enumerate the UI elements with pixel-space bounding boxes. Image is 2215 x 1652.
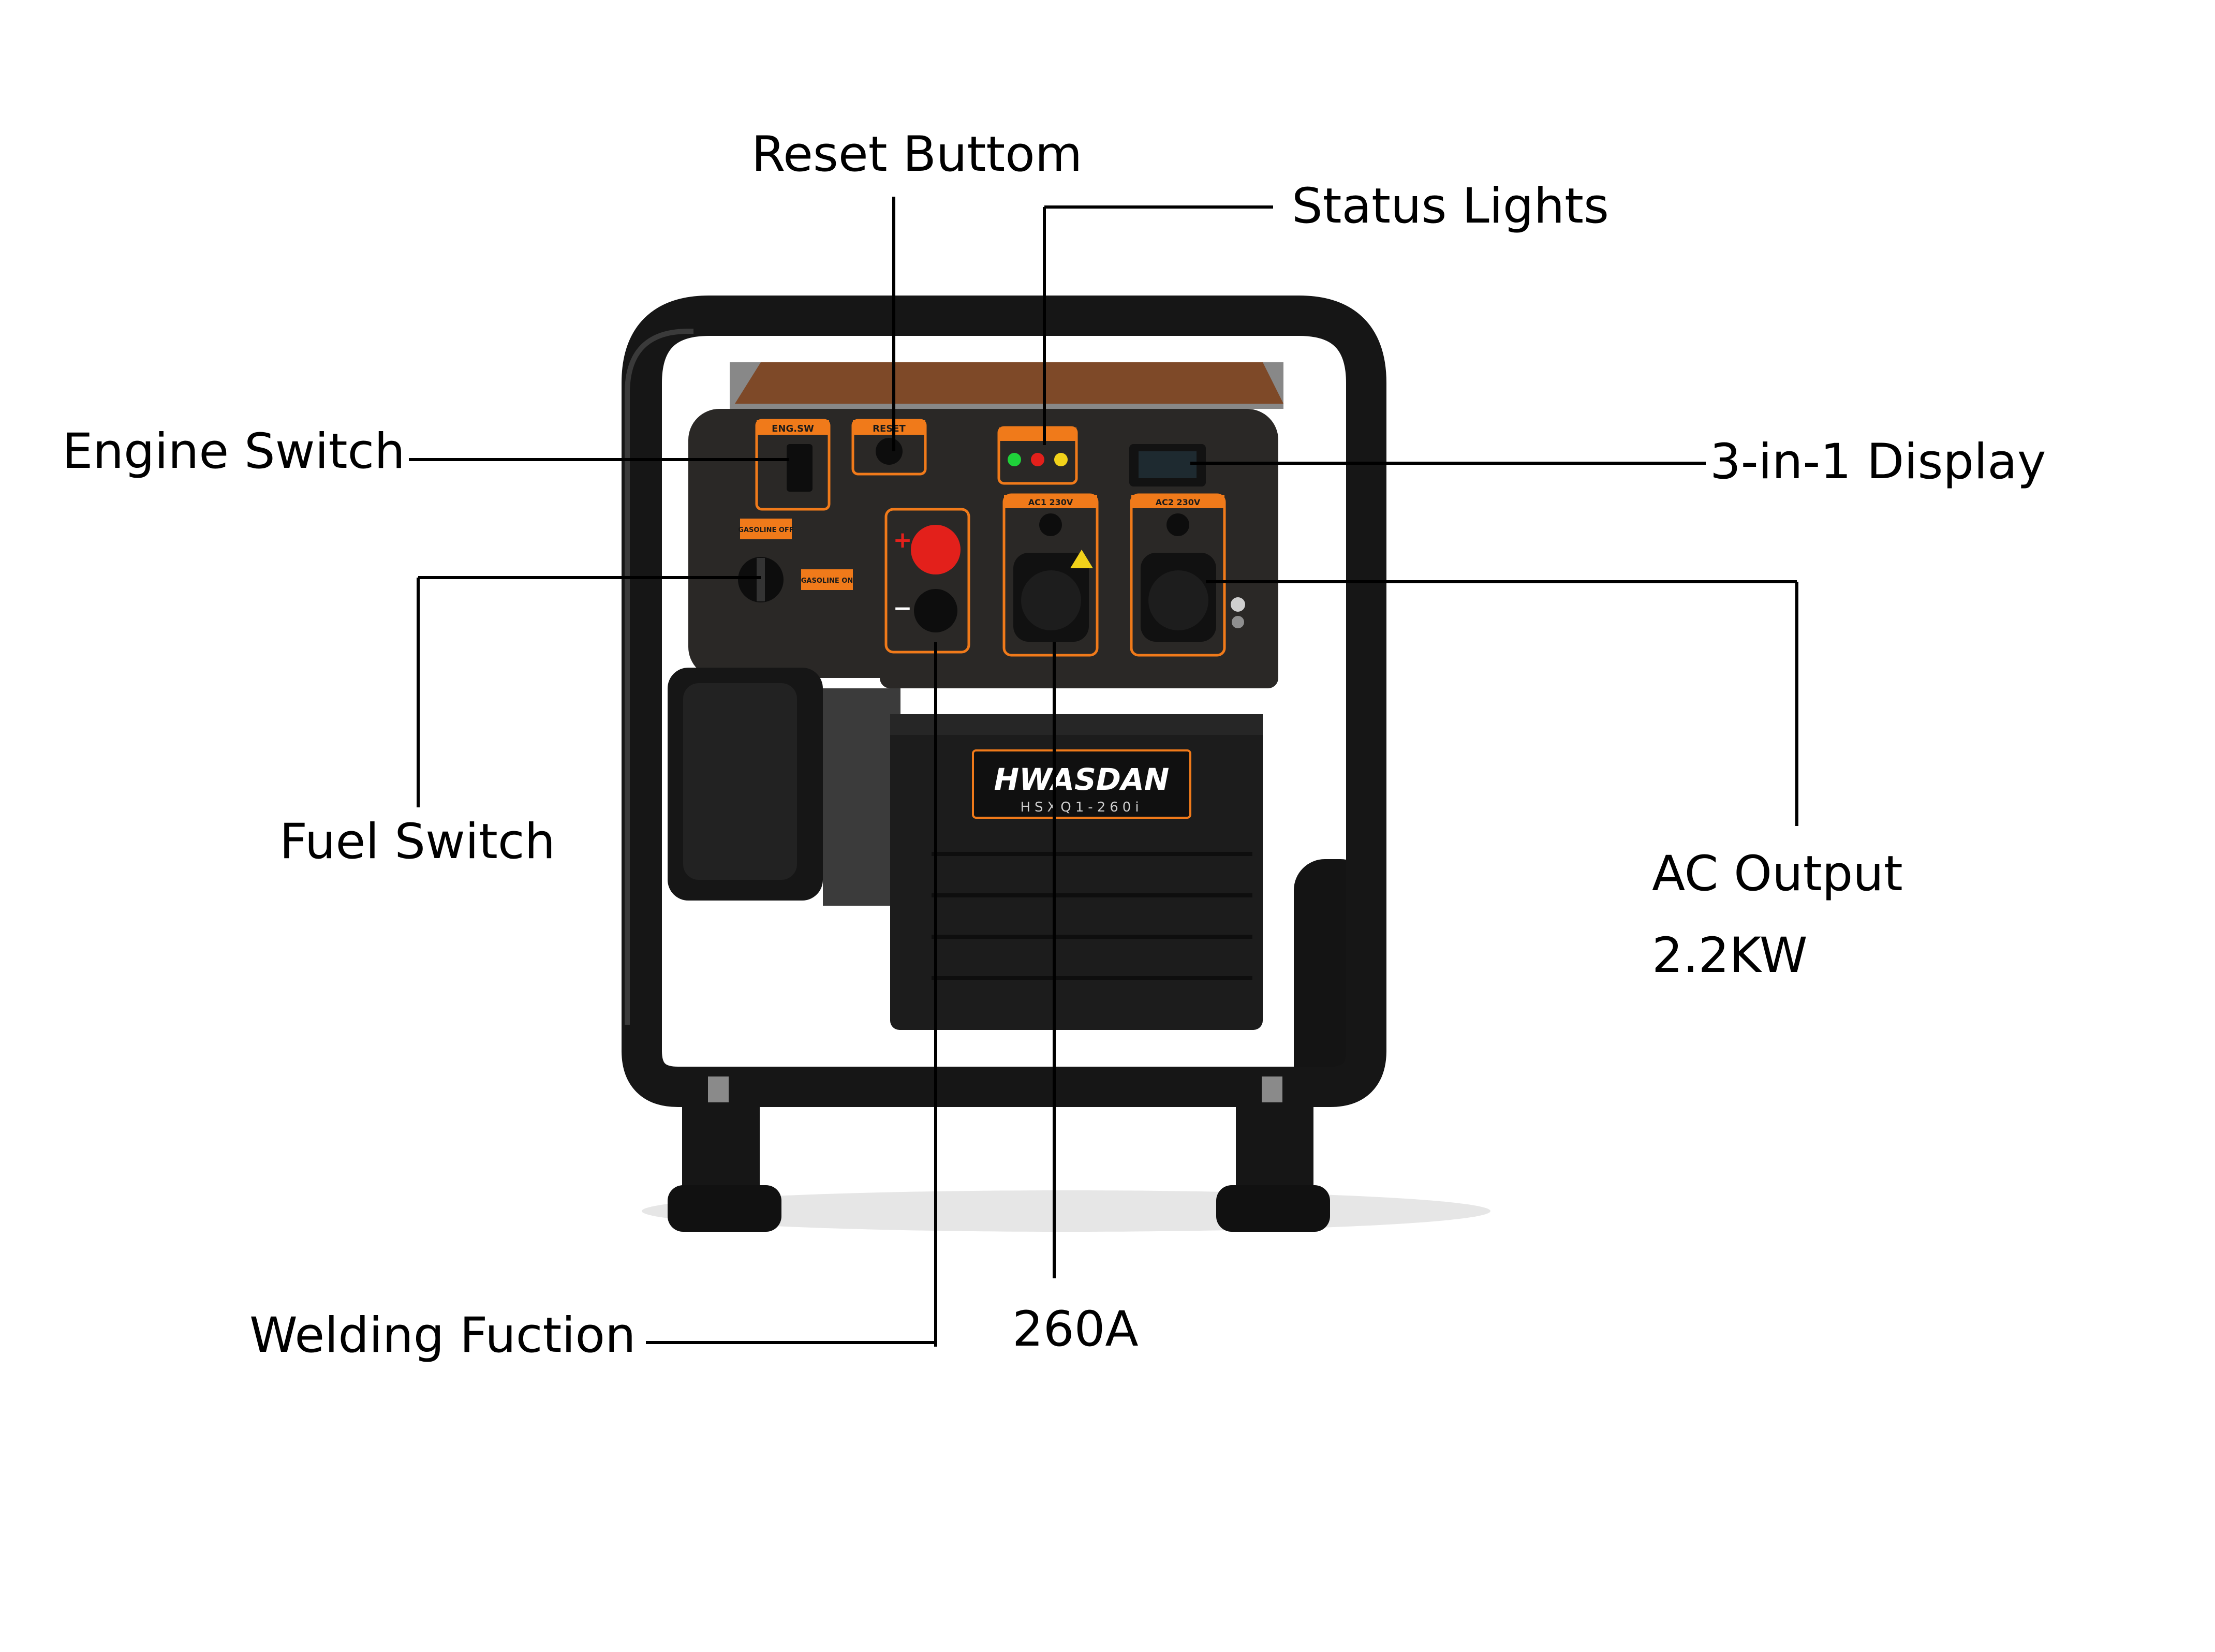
display-screen: [1139, 451, 1197, 478]
ground-terminal-2: [1232, 616, 1244, 628]
display-callout: 3-in-1 Display: [1710, 434, 2046, 490]
tube-frame: [622, 296, 1386, 1107]
status-light-red: [1031, 453, 1044, 466]
brand-model: HSXQ1-260i: [1020, 800, 1143, 815]
reset-button-callout: Reset Buttom: [751, 126, 1083, 183]
reset-panel-label: RESET: [873, 423, 906, 434]
air-filter-cover-inner: [683, 683, 797, 880]
welding-terminal-negative: [914, 589, 957, 632]
welding-current-callout: 260A: [1012, 1301, 1139, 1358]
main-body-top: [890, 714, 1263, 735]
bolt-left: [708, 1076, 729, 1102]
fuel-knob-grip: [757, 558, 765, 601]
brand-plate: [972, 749, 1191, 819]
brand-name: HWASDAN: [994, 762, 1170, 797]
gasoline-off-label-bg: [740, 519, 792, 539]
gasoline-on-label-bg: [801, 569, 853, 590]
ac-output-callout: AC Output: [1652, 846, 1903, 902]
ground-terminal: [1231, 597, 1245, 612]
foot-right: [1216, 1185, 1330, 1232]
ac2-label-bg: [1131, 495, 1224, 508]
engine-switch-panel-label: ENG.SW: [772, 423, 814, 434]
tube-frame-highlight: [625, 329, 693, 1025]
ac1-socket-face: [1021, 570, 1081, 630]
ac2-breaker: [1166, 513, 1189, 536]
ac1-breaker: [1039, 513, 1062, 536]
welding-terminal-positive: [911, 525, 961, 574]
leg-right: [1236, 1087, 1313, 1196]
status-lights-callout: Status Lights: [1292, 178, 1609, 234]
reset-label-bg: [853, 420, 925, 435]
engine-switch-label-bg: [757, 420, 829, 435]
ac-output-power-callout: 2.2KW: [1652, 927, 1808, 984]
foot-left: [668, 1185, 781, 1232]
top-housing-dark: [730, 362, 1283, 409]
welding-plus-label: +: [893, 527, 912, 553]
engine-switch-rocker: [787, 444, 813, 492]
ac1-label-bg: [1004, 495, 1097, 508]
gasoline-off-panel-label: GASOLINE OFF: [738, 526, 793, 534]
ac2-socket-face: [1148, 570, 1208, 630]
welding-box: [884, 508, 970, 654]
gasoline-on-panel-label: GASOLINE ON: [801, 577, 853, 585]
leg-left: [682, 1087, 760, 1196]
welding-function-callout: Welding Fuction: [249, 1307, 636, 1364]
ac2-panel-label: AC2 230V: [1156, 497, 1201, 507]
ac1-panel-label: AC1 230V: [1028, 497, 1073, 507]
engine-switch-callout: Engine Switch: [62, 423, 405, 480]
status-light-green: [1008, 453, 1021, 466]
status-light-yellow: [1054, 453, 1068, 466]
reset-knob: [876, 438, 903, 465]
fuel-switch-callout: Fuel Switch: [279, 814, 556, 870]
welding-minus-label: −: [893, 595, 912, 622]
bolt-right: [1262, 1076, 1282, 1102]
warning-icon: [1070, 550, 1093, 568]
engine-block: [823, 688, 900, 906]
status-lights-label-bg: [999, 427, 1076, 441]
